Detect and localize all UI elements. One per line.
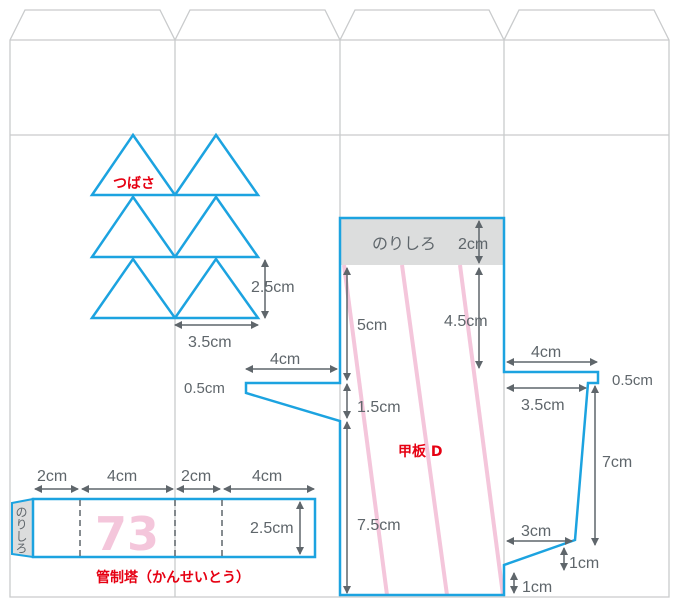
- left-tab-width: 4cm: [270, 351, 300, 368]
- wing-triangles: つばさ 2.5cm 3.5cm: [89, 132, 295, 351]
- deck-piece: のりしろ 2cm 5cm 4.5cm 1.5cm 7.5cm 甲板 D 4cm …: [184, 216, 653, 597]
- right-step: 1cm: [569, 555, 599, 572]
- wings-label: つばさ: [113, 176, 155, 192]
- right-inner-width: 3.5cm: [521, 397, 565, 414]
- triangle-height: 2.5cm: [251, 279, 295, 296]
- deck-glue-label: のりしろ: [372, 236, 436, 253]
- tower-number: 73: [95, 507, 159, 561]
- left-tab-height: 0.5cm: [184, 380, 225, 397]
- triangle-width: 3.5cm: [188, 334, 232, 351]
- tower-height: 2.5cm: [250, 520, 294, 537]
- right-tab-height: 0.5cm: [612, 372, 653, 389]
- tower-seg1: 2cm: [37, 468, 67, 485]
- tower-seg4: 4cm: [252, 468, 282, 485]
- right-side-height: 7cm: [602, 454, 632, 471]
- deck-1-5cm: 1.5cm: [357, 399, 401, 416]
- deck-4-5cm: 4.5cm: [444, 313, 488, 330]
- right-bottom-width: 3cm: [521, 523, 551, 540]
- deck-label: 甲板 D: [398, 443, 443, 460]
- tower-label: 管制塔（かんせいとう）: [96, 569, 250, 586]
- control-tower-piece: のりしろ 73 2cm 4cm 2cm 4cm 2.5cm 管制塔（かんせいとう…: [11, 468, 317, 586]
- tower-glue-label: のりしろ: [14, 506, 28, 554]
- bottom-step: 1cm: [522, 579, 552, 596]
- tower-seg3: 2cm: [181, 468, 211, 485]
- tower-seg2: 4cm: [107, 468, 137, 485]
- deck-7-5cm: 7.5cm: [357, 517, 401, 534]
- deck-5cm: 5cm: [357, 317, 387, 334]
- deck-glue-height: 2cm: [458, 236, 488, 253]
- right-tab-width: 4cm: [531, 344, 561, 361]
